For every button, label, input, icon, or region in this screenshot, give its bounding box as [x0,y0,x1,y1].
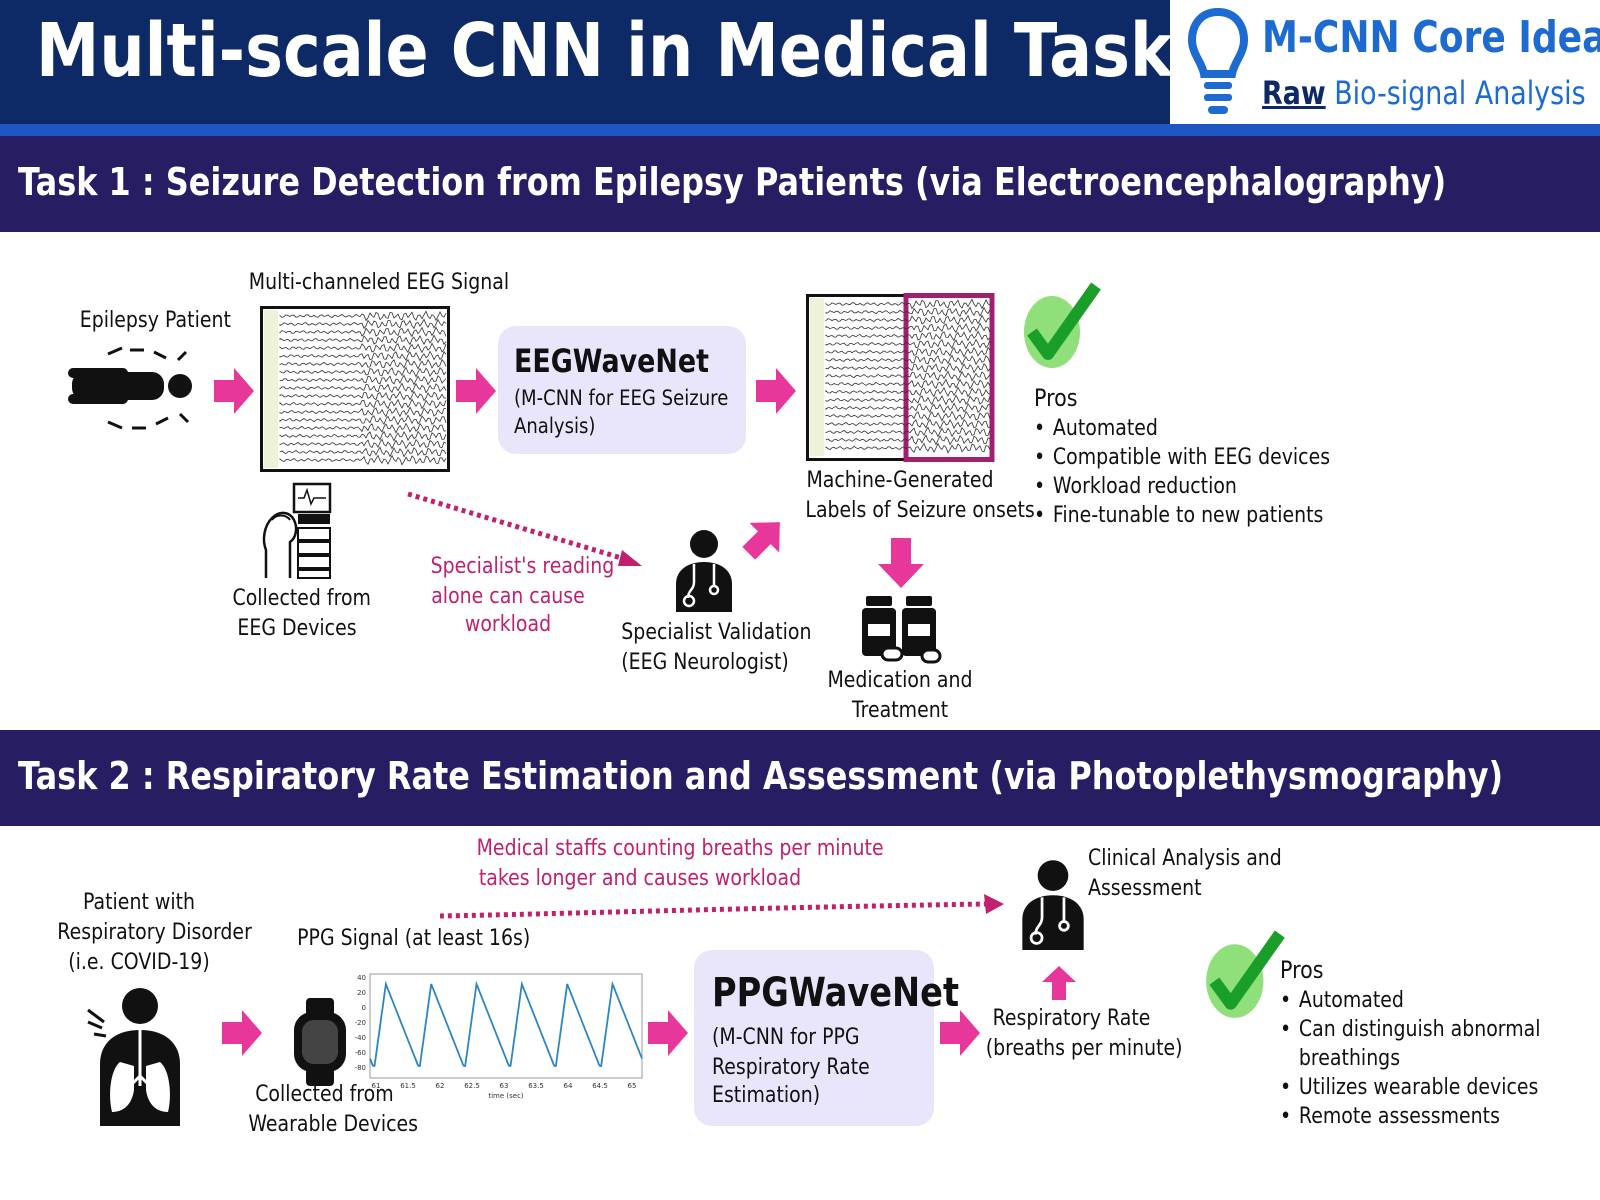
task1-band [0,136,1600,232]
staff-workload-note-1: Medical staffs counting breaths per minu… [476,836,884,861]
ppgwavenet-title: PPGWaveNet [712,970,960,1016]
clinical-label-1: Clinical Analysis and [1088,846,1282,871]
task1-patient-label: Epilepsy Patient [79,308,231,333]
eeg-signal-plot [260,306,450,472]
header-bar [0,0,1170,124]
dotted-arrow-to-specialist [407,491,642,566]
task2-pros-title: Pros [1280,956,1324,984]
core-idea-title: M-CNN Core Idea! [1262,12,1600,63]
core-idea-raw: Raw [1262,74,1326,112]
wearable-collected-2: Wearable Devices [248,1112,419,1137]
workload-note-3: workload [464,612,552,637]
ppg-y-tick: 0 [362,1004,366,1012]
task2-band [0,730,1600,826]
resp-rate-label-2: (breaths per minute) [985,1036,1183,1061]
core-idea-rest: Bio-signal Analysis [1325,74,1586,112]
eegwavenet-desc-2: Analysis) [514,414,596,438]
ppgwavenet-desc-1: (M-CNN for PPG [712,1025,860,1050]
ppg-y-tick: -20 [355,1019,366,1027]
ppgwavenet-desc-2: Respiratory Rate [712,1055,870,1080]
header-stripe [0,124,1600,136]
task2-title: Task 2 : Respiratory Rate Estimation and… [18,754,1504,798]
lightbulb-icon [1187,7,1249,114]
task2-pros-list: Automated Can distinguish abnormal breat… [1280,986,1583,1131]
eeg-collected-label-2: EEG Devices [237,616,357,641]
arrow-patient-to-eeg [214,368,254,414]
eeg-signal-label: Multi-channeled EEG Signal [248,270,510,295]
workload-note-1: Specialist's reading [430,554,615,579]
task1-title: Task 1 : Seizure Detection from Epilepsy… [18,160,1447,204]
task1-pro-item: Compatible with EEG devices [1034,443,1330,472]
specialist-label-1: Specialist Validation [621,620,812,645]
task1-pro-item: Automated [1034,414,1330,443]
resp-patient-label-1: Patient with [82,890,196,915]
resp-rate-label-1: Respiratory Rate [992,1006,1151,1031]
page-title: Multi-scale CNN in Medical Tasks [36,8,1211,94]
ppg-x-tick: 65 [628,1082,637,1090]
ppgwavenet-desc-3: Estimation) [712,1083,821,1108]
doctor-icon [676,530,732,612]
ppg-x-tick: 64.5 [592,1082,608,1090]
arrow-specialist-to-labels [742,522,780,560]
specialist-label-2: (EEG Neurologist) [621,650,789,675]
eeg-collected-label-1: Collected from [232,586,371,611]
medication-label-1: Medication and [827,668,973,693]
ppg-y-tick: 40 [357,974,366,982]
ppg-x-axis-label: time (sec) [488,1092,524,1100]
eegwavenet-box [498,326,746,454]
checkmark-icon [1206,930,1285,1018]
task2-pro-item: breathings [1298,1046,1401,1071]
lungs-patient-icon [87,988,180,1126]
arrow-ppg-to-model [648,1010,688,1056]
resp-patient-label-3: (i.e. COVID-19) [68,950,210,975]
clinical-label-2: Assessment [1088,876,1202,901]
arrow-rate-to-clinical [1042,966,1076,1000]
arrow-labels-to-medication [878,538,924,588]
wearable-collected-1: Collected from [255,1082,394,1107]
core-idea-subtitle: Raw Bio-signal Analysis [1262,74,1586,112]
task1-pro-item: Workload reduction [1034,472,1330,501]
medication-icon [862,596,942,664]
ppg-x-tick: 61 [372,1082,381,1090]
seizure-labels-plot [806,293,995,462]
labels-caption-1: Machine-Generated [806,468,994,493]
ppg-y-tick: 20 [357,989,366,997]
ppg-x-tick: 63.5 [528,1082,544,1090]
ppg-x-tick: 62.5 [464,1082,480,1090]
medication-label-2: Treatment [851,698,949,723]
ppg-y-tick: -80 [355,1064,366,1072]
checkmark-icon [1024,282,1101,368]
ppg-y-tick: -40 [355,1034,366,1042]
clinician-icon [1022,860,1084,950]
ppg-x-tick: 63 [500,1082,509,1090]
workload-note-2: alone can cause [431,584,585,609]
task2-pro-item: Utilizes wearable devices [1280,1073,1541,1102]
staff-workload-note-2: takes longer and causes workload [478,866,802,891]
ppg-x-tick: 61.5 [400,1082,416,1090]
arrow-eeg-to-model [456,368,496,414]
eegwavenet-desc-1: (M-CNN for EEG Seizure [514,386,729,410]
ppg-x-tick: 62 [436,1082,445,1090]
seizure-patient-icon [68,346,192,430]
smartwatch-icon [294,998,346,1086]
labels-caption-2: Labels of Seizure onsets [805,498,1035,523]
arrow-resp-patient-to-wearable [222,1010,262,1056]
arrow-model-to-labels [756,368,796,414]
task1-pros-title: Pros [1034,384,1078,412]
ppgwavenet-box [694,950,934,1126]
task2-pro-item: Automated [1280,986,1541,1015]
ppg-x-tick: 64 [564,1082,573,1090]
ppg-signal-plot: 40 20 0 -20 -40 -60 -80 61 61.5 62 62.5 63 63.5 64 64… [355,973,643,1100]
eegwavenet-title: EEGWaveNet [514,342,709,380]
task2-pro-item: Remote assessments [1280,1102,1541,1131]
ppg-signal-label: PPG Signal (at least 16s) [297,926,531,951]
dotted-arrow-to-clinical [439,894,1004,919]
ppg-y-tick: -60 [355,1049,366,1057]
task1-pros-list: Automated Compatible with EEG devices Wo… [1034,414,1378,530]
task1-pro-item: Fine-tunable to new patients [1034,501,1330,530]
arrow-model-to-rate [940,1010,980,1056]
eeg-device-icon [262,482,332,579]
resp-patient-label-2: Respiratory Disorder [57,920,252,945]
task2-pro-item: Can distinguish abnormal [1280,1015,1541,1044]
